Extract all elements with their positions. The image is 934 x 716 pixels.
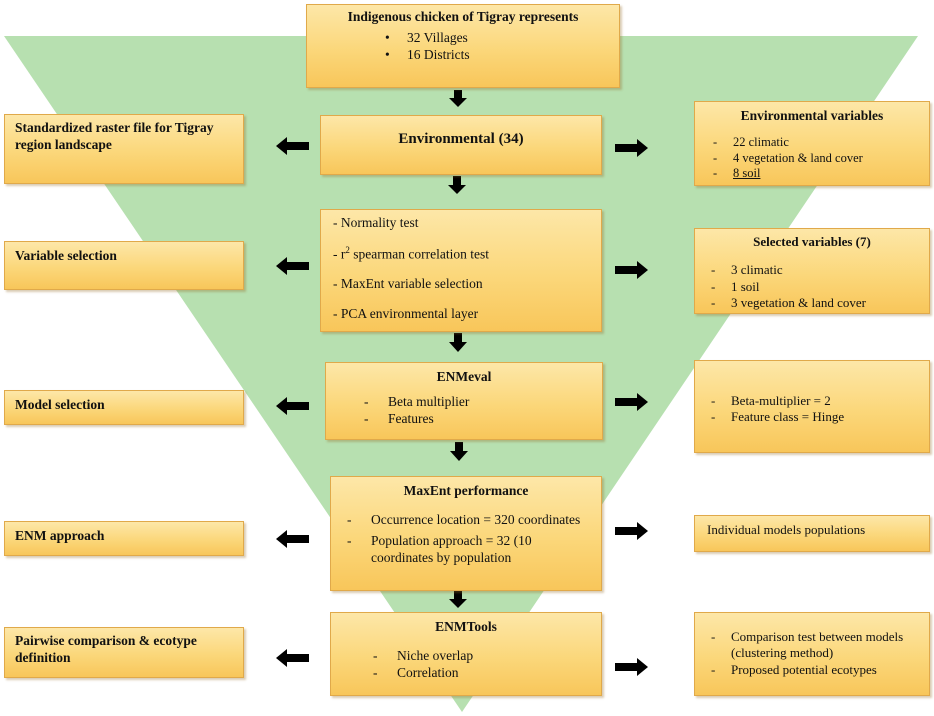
pairwise-box: Pairwise comparison & ecotype definition: [4, 627, 244, 678]
enm-approach-label: ENM approach: [15, 528, 105, 543]
method-maxent: - MaxEnt variable selection: [333, 276, 483, 292]
raster-label: Standardized raster file for Tigray regi…: [15, 120, 214, 152]
enm-approach-box: ENM approach: [4, 521, 244, 556]
comparison-box: Comparison test between models (clusteri…: [694, 612, 930, 696]
selected-var-1: 3 climatic: [709, 262, 919, 279]
selection-methods-box: - Normality test - r2 spearman correlati…: [320, 209, 602, 332]
enmeval-title: ENMeval: [436, 369, 492, 384]
down-arrow-4: [450, 442, 468, 461]
top-item-1: •32 Villages: [385, 29, 468, 45]
comparison-item-2: Proposed potential ecotypes: [709, 662, 919, 679]
selected-vars-box: Selected variables (7) 3 climatic 1 soil…: [694, 228, 930, 314]
enmtools-item-1: Niche overlap: [371, 648, 591, 665]
left-arrow-5: [276, 649, 309, 667]
model-params-box: Beta-multiplier = 2 Feature class = Hing…: [694, 360, 930, 453]
env-var-3: 8 soil: [711, 166, 919, 182]
right-arrow-2: [615, 261, 648, 279]
method-spearman: - r2 spearman correlation test: [333, 244, 489, 262]
right-arrow-5: [615, 658, 648, 676]
left-arrow-4: [276, 530, 309, 548]
top-box: Indigenous chicken of Tigray represents …: [306, 4, 620, 88]
model-selection-label: Model selection: [15, 397, 105, 412]
method-normality: - Normality test: [333, 215, 419, 230]
maxent-item-2: Population approach = 32 (10 coordinates…: [345, 533, 591, 567]
pairwise-label: Pairwise comparison & ecotype definition: [15, 633, 197, 665]
maxent-item-1: Occurrence location = 320 coordinates: [345, 512, 591, 529]
down-arrow-2: [448, 176, 466, 194]
env-vars-title: Environmental variables: [740, 108, 884, 123]
model-param-1: Beta-multiplier = 2: [709, 393, 919, 410]
enmtools-title: ENMTools: [435, 619, 497, 634]
down-arrow-3: [449, 333, 467, 352]
selected-vars-title: Selected variables (7): [753, 234, 871, 249]
right-arrow-4: [615, 522, 648, 540]
individual-models-label: Individual models populations: [707, 522, 866, 537]
method-pca: - PCA environmental layer: [333, 306, 479, 322]
maxent-title: MaxEnt performance: [403, 483, 529, 498]
left-arrow-2: [276, 257, 309, 275]
enmeval-item-1: Beta multiplier: [362, 394, 592, 411]
top-item-2: •16 Districts: [385, 46, 470, 62]
variable-selection-box: Variable selection: [4, 241, 244, 290]
top-title: Indigenous chicken of Tigray represents: [347, 9, 579, 24]
enmeval-item-2: Features: [362, 411, 592, 428]
individual-models-box: Individual models populations: [694, 515, 930, 552]
raster-box: Standardized raster file for Tigray regi…: [4, 114, 244, 184]
left-arrow-3: [276, 397, 309, 415]
env-var-2: 4 vegetation & land cover: [711, 151, 919, 167]
right-arrow-1: [615, 139, 648, 157]
selected-var-3: 3 vegetation & land cover: [709, 295, 919, 312]
enmtools-box: ENMTools Niche overlap Correlation: [330, 612, 602, 696]
left-arrow-1: [276, 137, 309, 155]
environmental-title: Environmental (34): [398, 131, 524, 147]
enmeval-box: ENMeval Beta multiplier Features: [325, 362, 603, 440]
right-arrow-3: [615, 393, 648, 411]
maxent-box: MaxEnt performance Occurrence location =…: [330, 476, 602, 591]
selected-var-2: 1 soil: [709, 279, 919, 296]
down-arrow-1: [449, 90, 467, 107]
down-arrow-5: [449, 591, 467, 608]
env-var-1: 22 climatic: [711, 135, 919, 151]
env-vars-box: Environmental variables 22 climatic 4 ve…: [694, 101, 930, 186]
environmental-box: Environmental (34): [320, 115, 602, 175]
variable-selection-label: Variable selection: [15, 248, 117, 263]
comparison-item-1: Comparison test between models (clusteri…: [709, 629, 919, 662]
model-selection-box: Model selection: [4, 390, 244, 425]
model-param-2: Feature class = Hinge: [709, 409, 919, 426]
enmtools-item-2: Correlation: [371, 665, 591, 682]
